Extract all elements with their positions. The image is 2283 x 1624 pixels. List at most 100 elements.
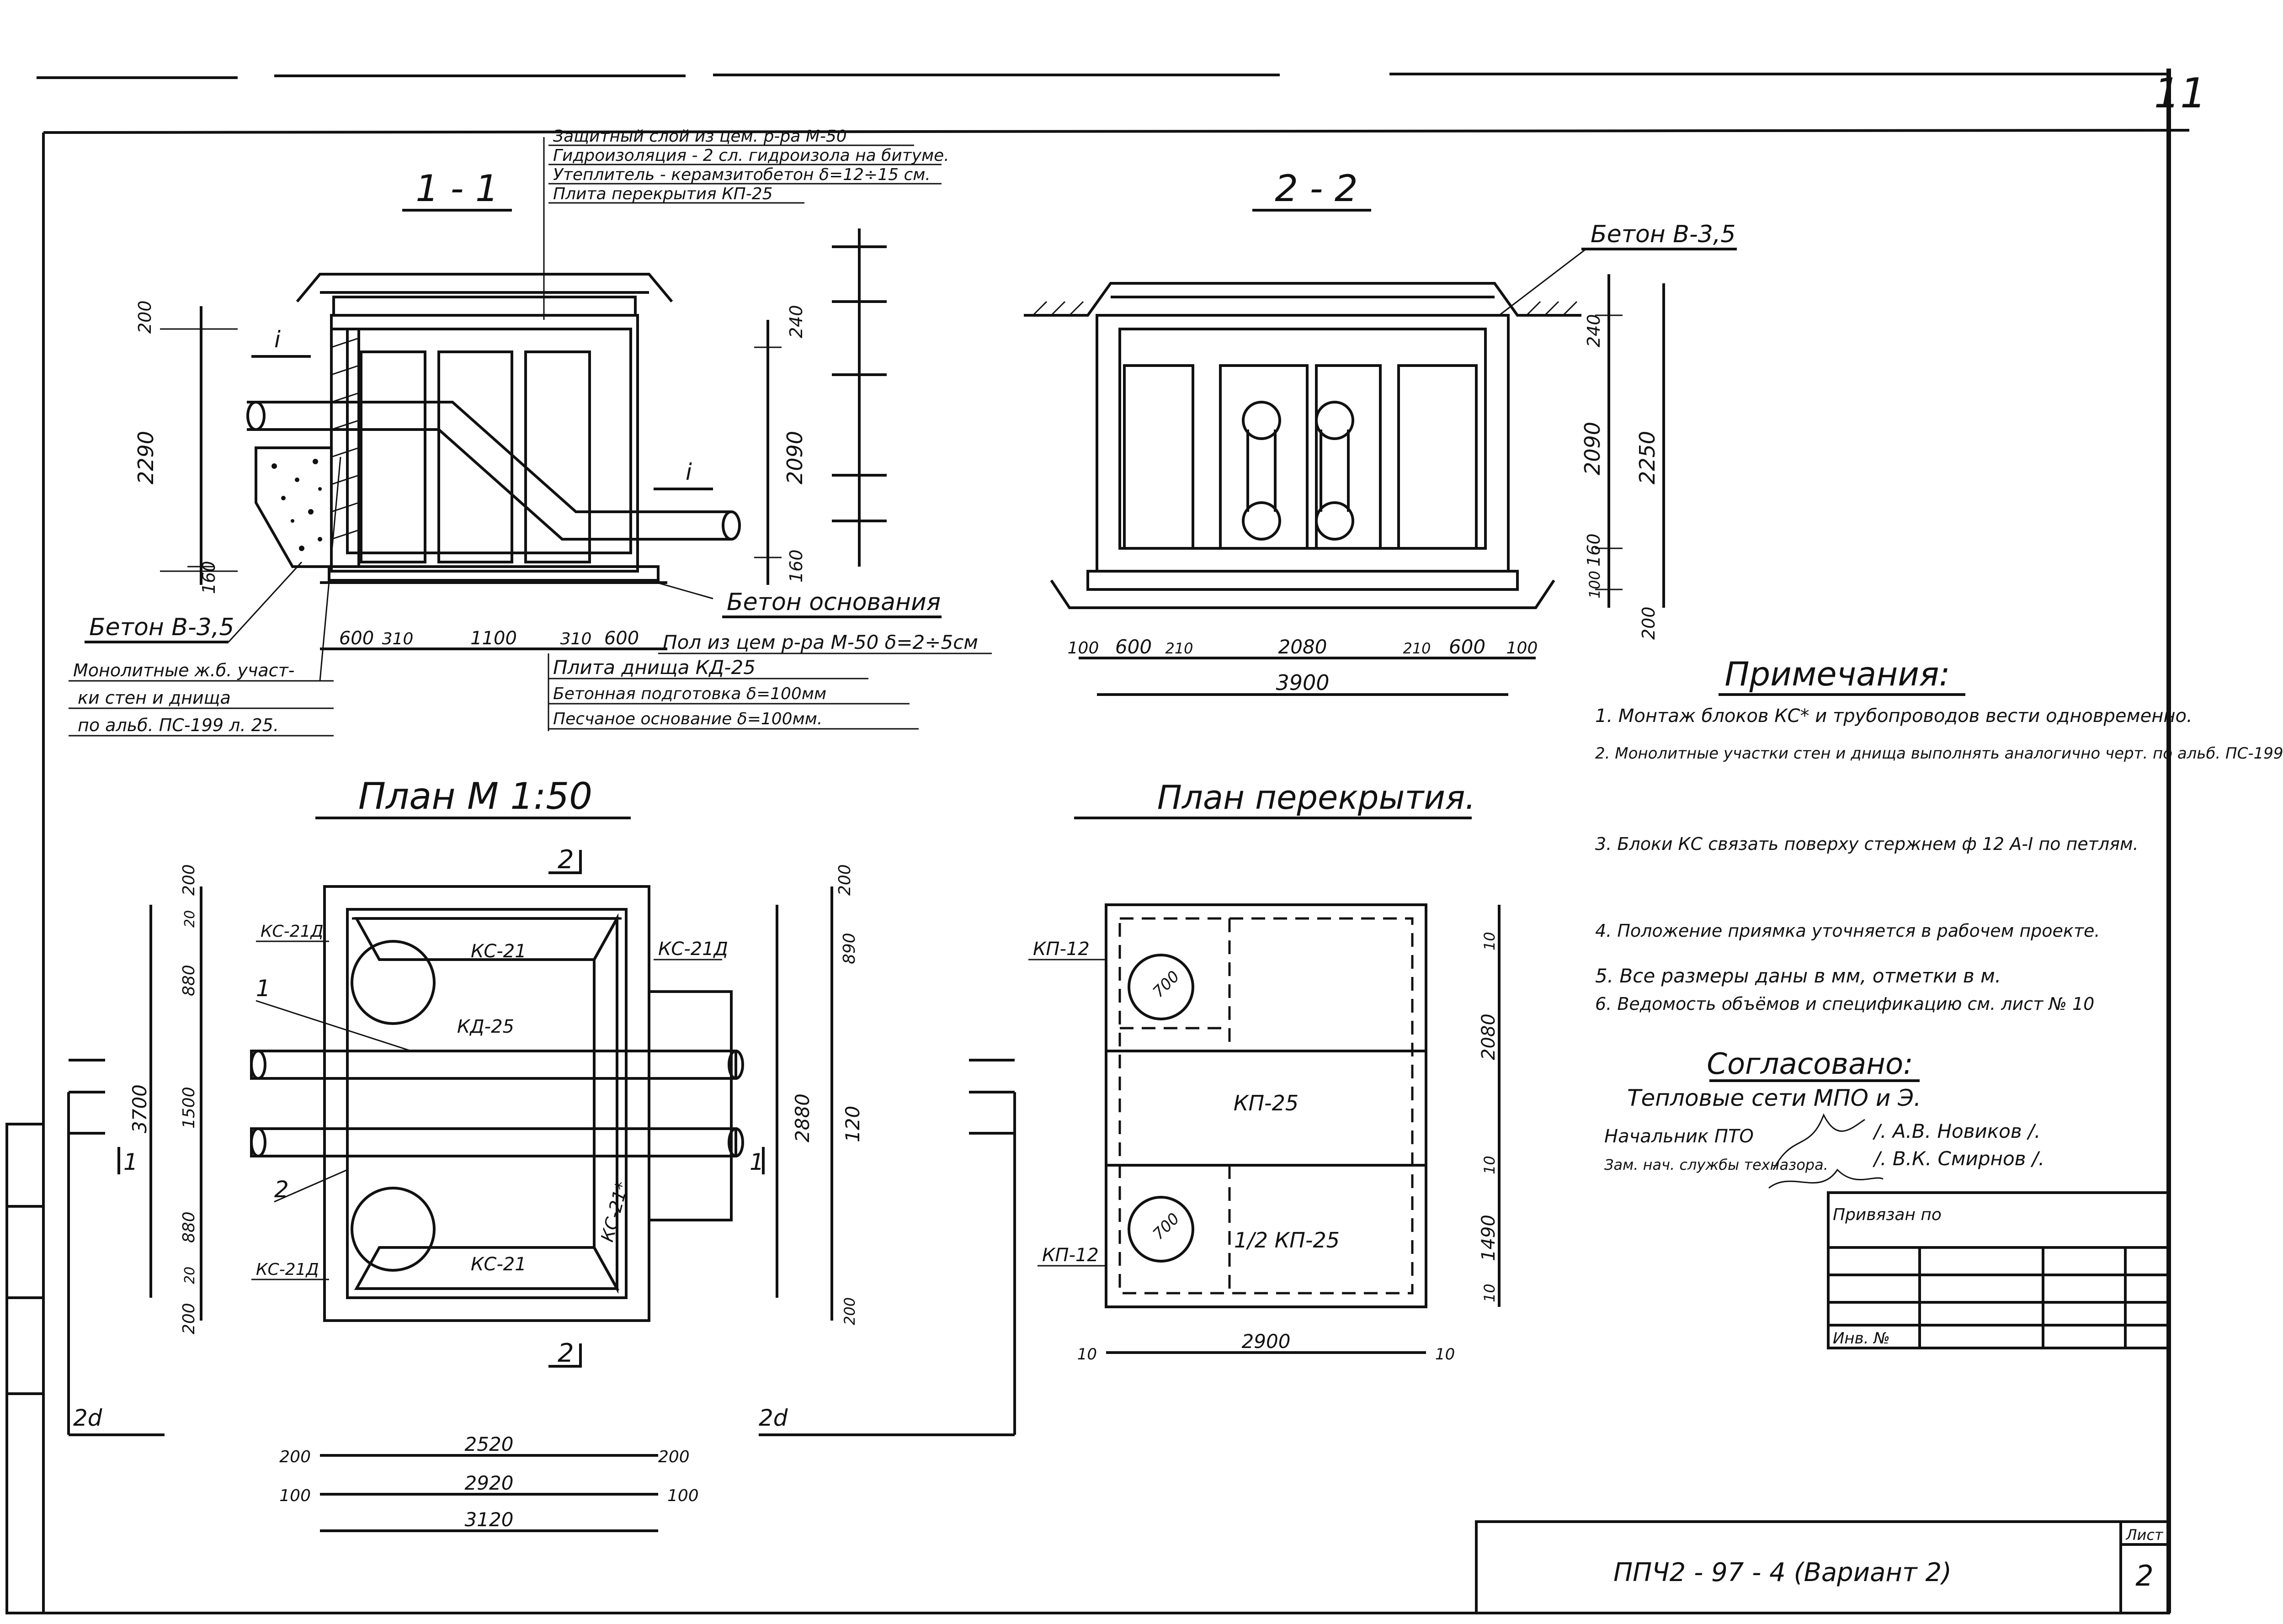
dim-left-160: 160 (199, 561, 219, 594)
bottom-layer-4: Песчаное основание δ=100мм. (553, 710, 822, 728)
dim-cover-r-10a: 10 (1481, 932, 1498, 950)
dim-22-b-100b: 100 (1506, 639, 1538, 658)
label-beton-1: Бетон В-3,5 (89, 614, 234, 641)
note-1: 1. Монтаж блоков КС* и трубопроводов вес… (1595, 706, 2193, 727)
dim-22-240: 240 (1584, 314, 1604, 347)
dim-plan-right-200-top: 200 (836, 864, 854, 896)
dim-plan-right-120: 200 (841, 1297, 858, 1325)
dim-cover-r-1490: 1490 (1478, 1215, 1499, 1261)
slope-mark-1: i (274, 326, 281, 353)
layer-2: Гидроизоляция - 2 сл. гидроизола на биту… (553, 146, 949, 165)
approval-name-2: /. В.К. Смирнов /. (1872, 1147, 2044, 1170)
dim-left-2290: 2290 (133, 431, 158, 484)
section-2-2: 2 - 2 Бетон В-3,5 (1024, 167, 1737, 696)
dim-plan-left-880-bottom: 880 (180, 1211, 198, 1243)
section-1-1-title: 1 - 1 (415, 167, 499, 210)
section-mark-1-left: 1 (123, 1149, 138, 1175)
approval-block: Согласовано: Тепловые сети МПО и Э. Нача… (1604, 1047, 2044, 1189)
label-ks21d-bl: КС-21Д (256, 1260, 319, 1279)
section-mark-1-right: 1 (750, 1149, 764, 1175)
section-mark-2-bottom: 2 (558, 1338, 574, 1368)
label-kd25: КД-25 (457, 1016, 514, 1037)
dim-22-b-600a: 600 (1115, 636, 1152, 658)
dim-cover-b-10b: 10 (1435, 1345, 1455, 1364)
dim-cover-r-10c: 10 (1481, 1284, 1498, 1302)
signature-1 (1772, 1113, 1865, 1170)
approval-role-2: Зам. нач. службы техназора. (1604, 1156, 1828, 1173)
dim-plan-left-200-bottom: 200 (180, 1303, 198, 1334)
section-2-2-title: 2 - 2 (1275, 167, 1358, 210)
dim-bottom-310-a: 310 (382, 630, 414, 648)
dim-cover-b-10a: 10 (1077, 1345, 1097, 1364)
list-label: Лист (2125, 1526, 2163, 1544)
dim-22-160: 160 (1584, 533, 1604, 567)
label-ks21d-tr: КС-21Д (658, 939, 728, 960)
layer-4: Плита перекрытия КП-25 (553, 185, 773, 203)
label-monolith-1: Монолитные ж.б. участ- (73, 660, 294, 680)
dim-plan-left-20-bottom: 20 (182, 1267, 198, 1284)
dim-right-240: 240 (786, 305, 806, 338)
notes-block: Примечания: 1. Монтаж блоков КС* и трубо… (1595, 655, 2283, 1014)
dim-22-100: 100 (1586, 571, 1603, 599)
sheet-frame (5, 69, 2190, 1614)
dim-left-200: 200 (135, 300, 155, 334)
dim-plan-left-20-top: 20 (182, 910, 198, 928)
dim-cover-r-10b: 10 (1481, 1156, 1498, 1174)
dim-cover-b-2900: 2900 (1242, 1330, 1291, 1353)
label-monolith-2: ки стен и днища (78, 688, 231, 708)
note-5: 5. Все размеры даны в мм, отметки в м. (1595, 965, 2001, 987)
label-kp12-top: КП-12 (1033, 939, 1090, 960)
note-4: 4. Положение приямка уточняется в рабоче… (1595, 921, 2100, 941)
label-monolith-3: по альб. ПС-199 л. 25. (78, 715, 279, 735)
label-ks21-top: КС-21 (471, 941, 527, 962)
sheet-number: 11 (2154, 69, 2207, 117)
note-2: 2. Монолитные участки стен и днища выпол… (1595, 744, 2283, 763)
title-block: ППЧ2 - 97 - 4 (Вариант 2) Лист 2 (1475, 1520, 2170, 1614)
section-1-1: 1 - 1 Защитный слой из цем. р-ра М-50 Ги… (69, 127, 992, 737)
dim-plan-b-200a: 200 (279, 1448, 311, 1466)
label-beton-2: Бетон В-3,5 (1591, 221, 1735, 248)
slope-mark-2: i (686, 459, 692, 485)
label-callout-1: 1 (256, 975, 271, 1002)
stamp-privyazan: Привязан по (1833, 1205, 1942, 1224)
dim-plan-right-3300: 120 (841, 1106, 864, 1142)
label-ks21d-tl: КС-21Д (261, 922, 324, 941)
dim-bottom-310-b: 310 (560, 630, 592, 648)
dim-plan-right-2880: 2880 (791, 1093, 814, 1142)
label-2d-right: 2d (759, 1405, 788, 1431)
dim-plan-b-100b: 100 (667, 1486, 699, 1505)
label-beton-osnovaniya: Бетон основания (727, 589, 941, 616)
dim-plan-b-100a: 100 (279, 1486, 311, 1505)
label-2d-left: 2d (73, 1405, 102, 1431)
approval-org: Тепловые сети МПО и Э. (1627, 1085, 1921, 1111)
plan-title: План М 1:50 (358, 775, 592, 817)
dim-plan-left-1500: 1500 (180, 1087, 198, 1129)
notes-title: Примечания: (1724, 655, 1950, 693)
label-kp12-bottom: КП-12 (1042, 1245, 1099, 1266)
dim-right-160: 160 (786, 549, 806, 583)
layer-3: Утеплитель - керамзитобетон δ=12÷15 см. (553, 165, 931, 184)
list-number: 2 (2135, 1559, 2153, 1592)
dim-22-b-2080: 2080 (1278, 636, 1327, 658)
dim-right-2090: 2090 (782, 431, 807, 484)
dim-bottom-600-b: 600 (604, 628, 639, 649)
dim-22-b-210a: 210 (1165, 640, 1193, 657)
label-ks21-bottom: КС-21 (471, 1254, 527, 1275)
dim-22-b-600b: 600 (1449, 636, 1485, 658)
dim-22-b-100a: 100 (1068, 639, 1099, 658)
document-code: ППЧ2 - 97 - 4 (Вариант 2) (1613, 1558, 1952, 1587)
dim-plan-left-total: 3700 (128, 1084, 151, 1133)
dim-bottom-1100: 1100 (470, 628, 517, 649)
note-3: 3. Блоки КС связать поверху стержнем ф 1… (1595, 834, 2139, 854)
approval-title: Согласовано: (1707, 1047, 1913, 1081)
section-mark-2-top: 2 (558, 845, 574, 875)
dim-22-2090: 2090 (1580, 422, 1605, 475)
stamp-inv: Инв. № (1833, 1329, 1890, 1348)
dim-bottom-600-a: 600 (339, 628, 374, 649)
signature-2 (1768, 1168, 1884, 1189)
dim-22-total: 3900 (1276, 670, 1329, 695)
dim-plan-right-890: 890 (840, 933, 859, 964)
dim-plan-b-200b: 200 (658, 1448, 690, 1466)
